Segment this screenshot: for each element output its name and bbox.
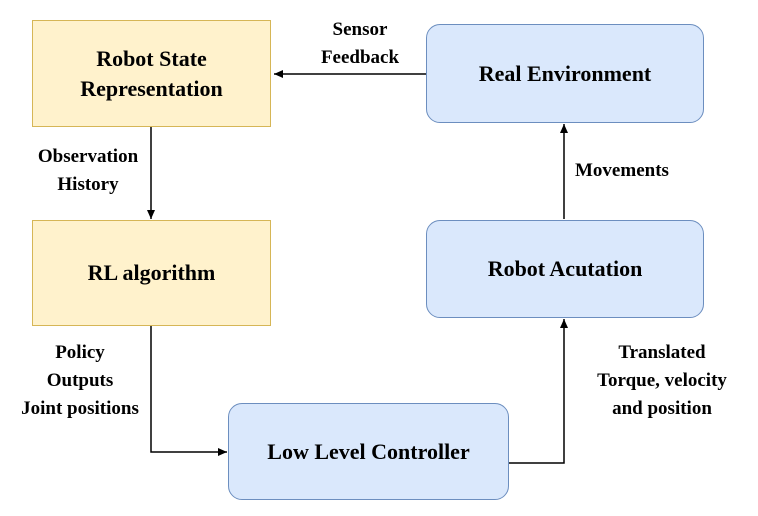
translated-line1: Translated (618, 342, 706, 363)
translated-torque-arrow (509, 319, 568, 464)
observation-history-line2: History (57, 174, 119, 195)
policy-outputs-arrow (150, 326, 227, 456)
rl-algorithm-node: RL algorithm (32, 220, 271, 326)
robot-actuation-node: Robot Acutation (426, 220, 704, 318)
observation-history-label: Observation History (18, 143, 158, 199)
translated-line2: Torque, velocity (597, 370, 727, 391)
real-environment-label: Real Environment (478, 60, 652, 86)
translated-label: Translated Torque, velocity and position (574, 339, 750, 423)
robot-state-line2: Representation (80, 75, 223, 101)
movements-label: Movements (575, 157, 669, 185)
policy-outputs-line2: Outputs (46, 370, 114, 391)
observation-history-line1: Observation (37, 146, 139, 167)
sensor-feedback-line2: Feedback (320, 47, 400, 68)
policy-outputs-label: Policy Outputs Joint positions (4, 339, 156, 423)
movements-text: Movements (575, 160, 669, 181)
sensor-feedback-line1: Sensor (332, 19, 388, 40)
translated-line3: and position (612, 398, 712, 419)
policy-outputs-line3: Joint positions (21, 398, 139, 419)
robot-state-line1: Robot State (96, 45, 207, 71)
robot-actuation-label: Robot Acutation (487, 256, 643, 281)
rl-algorithm-label: RL algorithm (87, 260, 216, 285)
low-level-controller-label: Low Level Controller (267, 438, 470, 464)
policy-outputs-line1: Policy (55, 342, 105, 363)
robot-state-representation-node: Robot State Representation (32, 20, 271, 127)
real-environment-node: Real Environment (426, 24, 704, 123)
low-level-controller-node: Low Level Controller (228, 403, 509, 500)
sensor-feedback-label: Sensor Feedback (298, 16, 422, 72)
